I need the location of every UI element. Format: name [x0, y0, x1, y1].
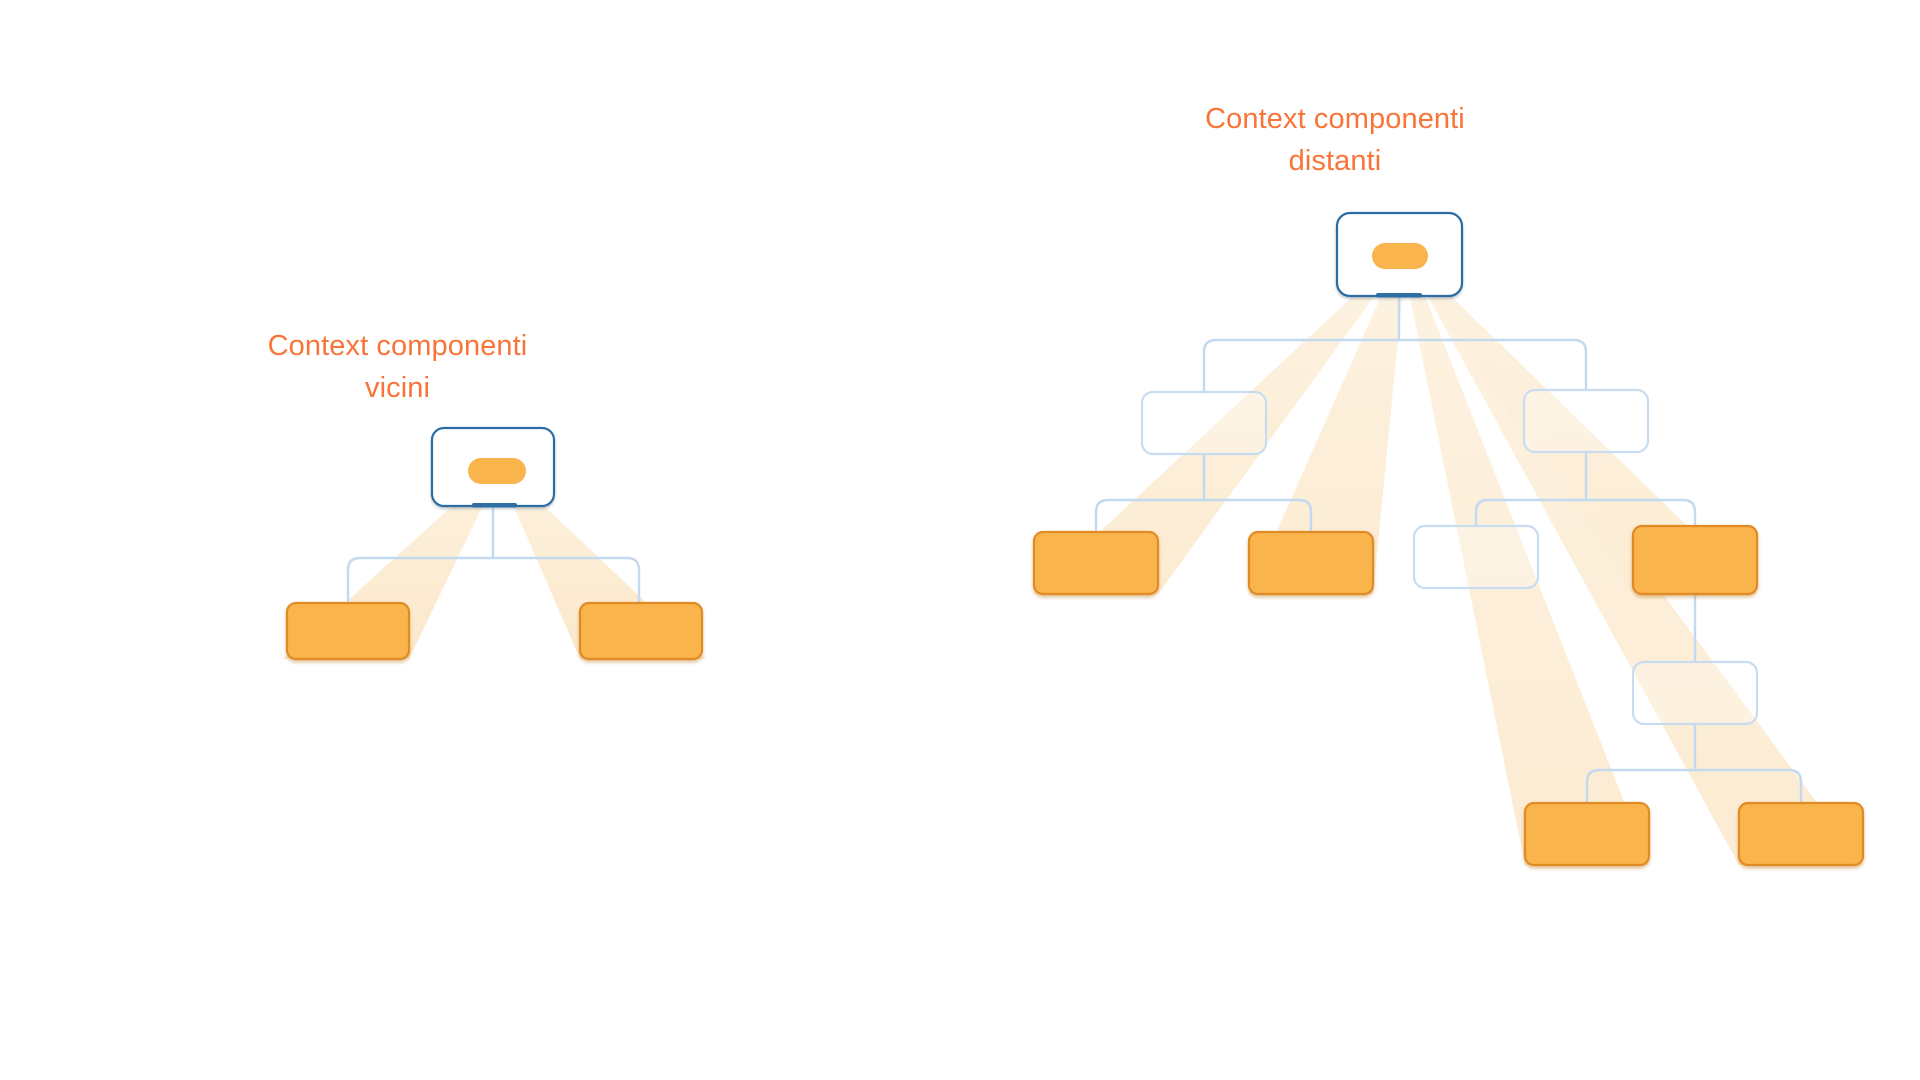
light-ray-2	[1249, 258, 1406, 594]
consumer-node-left[interactable]	[285, 601, 411, 661]
caption-near-components: Context componenti vicini	[267, 330, 528, 404]
connector-branch-right-bus	[1474, 498, 1588, 528]
root-context-pill[interactable]	[1372, 243, 1428, 269]
light-ray-1	[1033, 258, 1402, 594]
connector-bus-left	[346, 556, 495, 605]
root-context-pill[interactable]	[468, 458, 526, 484]
tree-connectors	[1094, 296, 1803, 805]
consumer-node-2[interactable]	[1247, 530, 1375, 596]
consumer-node-right[interactable]	[578, 601, 704, 661]
connector-deep-bus-right	[1693, 768, 1803, 805]
light-ray-4	[1402, 258, 1649, 865]
diagram-near-components	[283, 426, 706, 661]
connector-level1-left	[1202, 338, 1401, 394]
intermediate-node-d[interactable]	[1631, 660, 1759, 726]
consumer-node-1[interactable]	[1032, 530, 1160, 596]
intermediate-node-c[interactable]	[1412, 524, 1540, 590]
consumer-node-4[interactable]	[1523, 801, 1651, 867]
connector-branch-left-bus2	[1202, 498, 1313, 534]
consumer-node-box[interactable]	[1631, 524, 1759, 596]
consumer-node-box[interactable]	[578, 601, 704, 661]
root-node-underline	[1376, 293, 1422, 298]
caption-distant-components: Context componenti distanti	[1205, 103, 1465, 177]
intermediate-node-a[interactable]	[1140, 390, 1268, 456]
consumer-node-box[interactable]	[1032, 530, 1160, 596]
consumer-node-box[interactable]	[1737, 801, 1865, 867]
connector-bus-right	[491, 556, 641, 605]
diagram-distant-components	[1032, 211, 1865, 867]
connector-branch-left-bus	[1094, 498, 1206, 534]
connector-level1-right	[1397, 338, 1588, 392]
intermediate-nodes	[1140, 388, 1759, 726]
consumer-node-5[interactable]	[1737, 801, 1865, 867]
consumer-node-box[interactable]	[1247, 530, 1375, 596]
consumer-node-box[interactable]	[1523, 801, 1651, 867]
consumer-node-box[interactable]	[285, 601, 411, 661]
tree-connectors	[346, 506, 641, 605]
light-ray-3	[1404, 258, 1757, 594]
consumer-node-3[interactable]	[1631, 524, 1759, 596]
root-node-underline	[472, 503, 517, 508]
connector-deep-bus-left	[1585, 768, 1697, 805]
intermediate-node-b[interactable]	[1522, 388, 1650, 454]
connector-branch-right-bus2	[1584, 498, 1697, 528]
